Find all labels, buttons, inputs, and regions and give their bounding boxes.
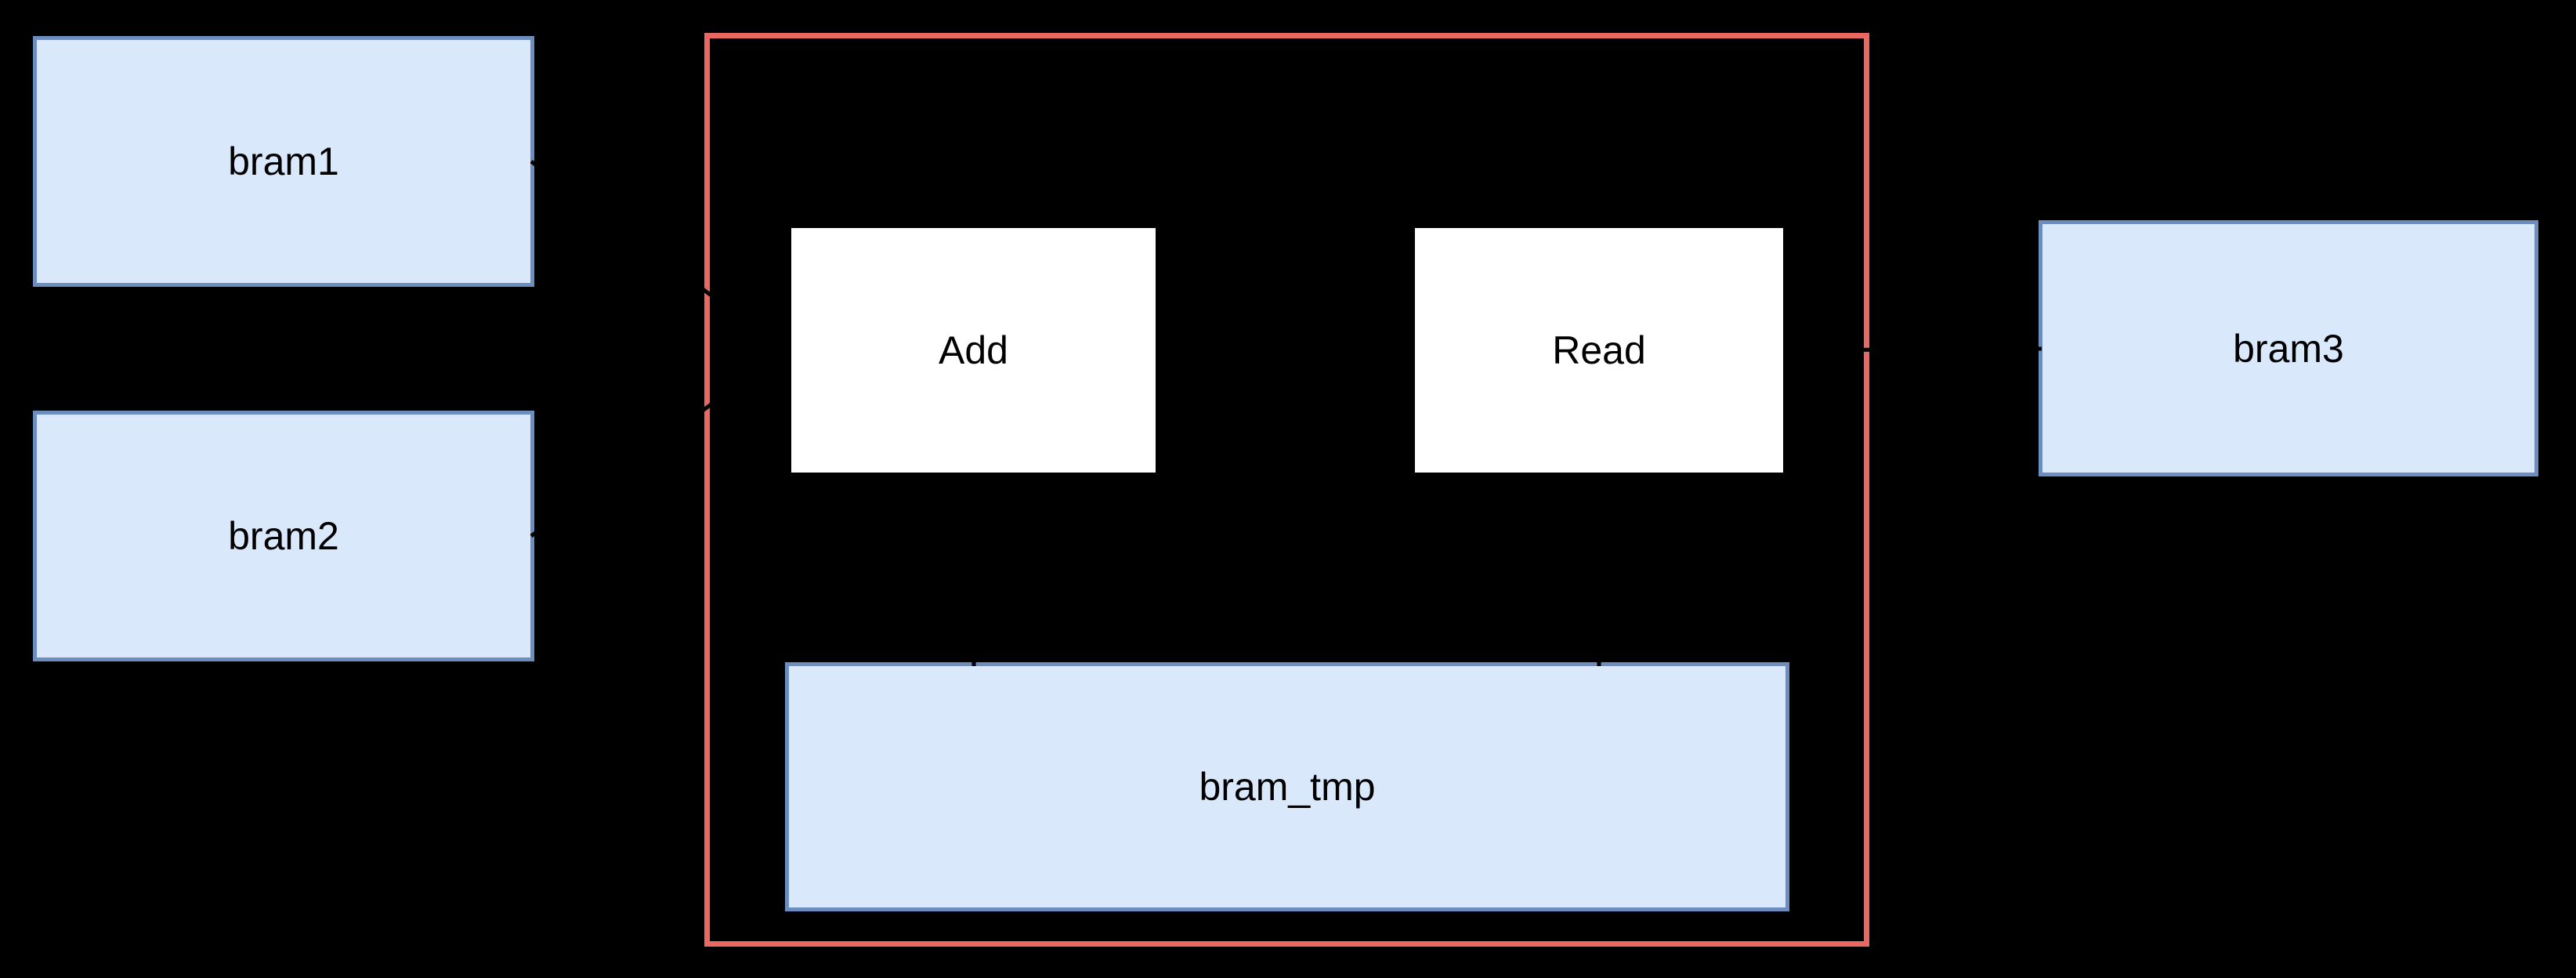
node-read-label: Read bbox=[1552, 328, 1646, 372]
node-bram1-label: bram1 bbox=[228, 139, 339, 183]
node-bram3: bram3 bbox=[2039, 220, 2538, 476]
node-bram2: bram2 bbox=[33, 411, 534, 661]
node-read: Read bbox=[1413, 226, 1785, 475]
node-bram3-label: bram3 bbox=[2233, 326, 2344, 371]
node-add: Add bbox=[789, 226, 1158, 475]
node-bram2-label: bram2 bbox=[228, 514, 339, 558]
node-bram-tmp-label: bram_tmp bbox=[1199, 765, 1376, 809]
node-bram-tmp: bram_tmp bbox=[785, 662, 1789, 911]
node-add-label: Add bbox=[939, 328, 1008, 372]
node-bram1: bram1 bbox=[33, 36, 534, 287]
